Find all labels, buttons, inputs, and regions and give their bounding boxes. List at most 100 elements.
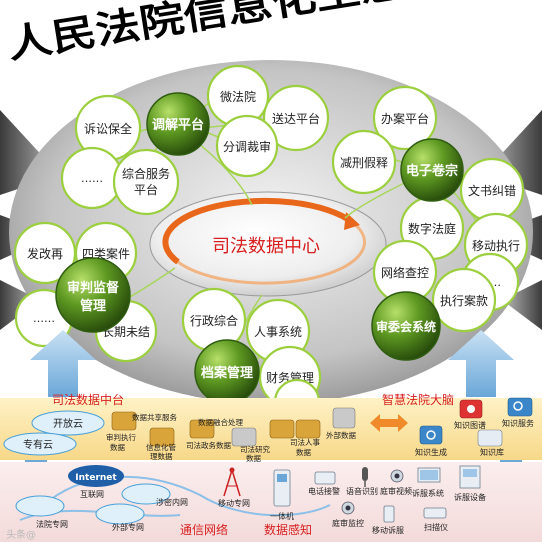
storage-drums: [111, 407, 356, 447]
svg-text:电子卷宗: 电子卷宗: [406, 163, 458, 179]
data-sharing-label: 数据共享服务: [132, 412, 177, 422]
svg-text:审委会系统: 审委会系统: [376, 319, 436, 334]
bubble-retrial: 发改再: [13, 221, 77, 285]
svg-text:发改再: 发改再: [27, 246, 63, 261]
data-center-label: 司法数据中心: [212, 236, 320, 257]
svg-text:四类案件: 四类案件: [82, 246, 130, 261]
bubble-split: 分调裁审: [215, 114, 279, 178]
svg-text:管理: 管理: [80, 298, 106, 314]
hub-e-file: 电子卷宗: [400, 138, 464, 202]
page-title: 人民法院信息化生态 体系: [5, 0, 511, 67]
phone-label: 电话接警: [308, 486, 340, 496]
device-icon: [459, 465, 481, 489]
trial-enforcement-label: 审判执行: [106, 432, 136, 442]
private-cloud: 专有云: [3, 432, 77, 456]
knowledge-base-label: 知识库: [480, 447, 504, 457]
litigation-device-label: 诉服设备: [454, 492, 486, 502]
svg-text:平台: 平台: [134, 182, 158, 197]
svg-text:调解平台: 调解平台: [152, 117, 204, 133]
svg-text:数据: 数据: [110, 442, 125, 452]
knowledge-graph-label: 知识图谱: [454, 420, 486, 430]
svg-text:微法院: 微法院: [220, 90, 256, 104]
open-cloud: 开放云: [31, 410, 105, 436]
hub-archives: 档案管理: [194, 339, 260, 405]
bubble-commutation: 减刑假释: [331, 129, 397, 195]
knowledge-service-label: 知识服务: [502, 418, 534, 428]
svg-text:移动执行: 移动执行: [472, 239, 520, 253]
bubble-ellipsis-left: ……: [60, 146, 124, 210]
monitor-camera-icon: [341, 501, 355, 515]
speech-label: 语音识别: [346, 486, 378, 496]
court-net-label: 法院专网: [36, 519, 68, 529]
court-video-label: 庭审视频: [380, 486, 412, 496]
phone-icon: [314, 471, 336, 485]
bubble-enforcement-funds: 执行案款: [431, 267, 497, 333]
bubble-micro-court: 微法院: [206, 64, 270, 128]
data-platform-band: 司法数据中台 智慧法院大脑 开放云 专有云 数据共享服务 数据融合处理 审判执行…: [0, 392, 542, 463]
scanner-label: 扫描仪: [424, 522, 448, 532]
bubble-delivery: 送达平台: [262, 84, 330, 152]
svg-text:开放云: 开放云: [53, 417, 83, 430]
mobile-device-icon: [383, 505, 395, 523]
svg-text:综合服务: 综合服务: [122, 166, 170, 181]
classified-cloud: [121, 483, 171, 505]
bubble-case-handling: 办案平台: [372, 85, 438, 151]
svg-text:专有云: 专有云: [23, 438, 53, 451]
svg-text:文书纠错: 文书纠错: [468, 183, 516, 198]
svg-text:理数据: 理数据: [150, 451, 173, 461]
svg-text:数据: 数据: [246, 453, 261, 463]
svg-text:减刑假释: 减刑假释: [340, 156, 388, 170]
mobile-net-label: 移动专网: [218, 498, 250, 508]
svg-text:送达平台: 送达平台: [272, 111, 320, 126]
judicial-admin-label: 司法政务数据: [186, 440, 231, 450]
watermark: 头条@: [6, 528, 36, 541]
svg-text:数字法庭: 数字法庭: [408, 221, 456, 236]
knowledge-gen-icon: [419, 425, 443, 445]
comm-network-label: 通信网络: [180, 522, 228, 537]
knowledge-graph-icon: [459, 399, 483, 419]
mic-icon: [362, 467, 368, 487]
knowledge-gen-label: 知识生成: [415, 447, 447, 457]
mobile-tower-icon: [223, 467, 241, 497]
knowledge-base-icon: [477, 429, 503, 447]
external-net-cloud: [95, 503, 145, 525]
hub-mediation: 调解平台: [146, 92, 210, 156]
bidirectional-arrow: [370, 414, 408, 432]
data-sensing-label: 数据感知: [264, 522, 312, 537]
svg-text:Internet: Internet: [75, 473, 117, 483]
hub-supervision: 审判监督 管理: [55, 257, 131, 333]
hub-committee: 审委会系统: [371, 291, 441, 361]
judicial-research-label: 司法研究: [240, 444, 270, 454]
court-net-cloud: [15, 495, 65, 517]
data-fusion-label: 数据融合处理: [198, 417, 243, 427]
svg-text:行政综合: 行政综合: [190, 313, 238, 328]
svg-text:分调裁审: 分调裁审: [223, 139, 271, 154]
litigation-service-label: 诉服系统: [412, 488, 444, 498]
trial-monitor-label: 庭审监控: [332, 518, 364, 528]
svg-text:……: ……: [33, 312, 55, 325]
judicial-hr-label: 司法人事: [290, 437, 320, 447]
svg-text:数据: 数据: [296, 447, 311, 457]
bubble-integrated-service: 综合服务 平台: [112, 148, 180, 216]
internet-cloud: Internet: [68, 465, 124, 487]
kiosk-icon: [273, 469, 291, 507]
classified-label: 涉密内网: [156, 497, 188, 507]
data-platform-label: 司法数据中台: [52, 392, 124, 407]
data-center: 司法数据中心: [149, 191, 387, 297]
svg-text:诉讼保全: 诉讼保全: [84, 121, 132, 136]
bubble-doc-correction: 文书纠错: [459, 157, 525, 223]
internet-cn-label: 互联网: [80, 490, 104, 499]
bubble-admin: 行政综合: [181, 287, 247, 353]
svg-text:人事系统: 人事系统: [254, 325, 302, 339]
external-net-label: 外部专网: [112, 522, 144, 532]
scanner-icon: [423, 507, 447, 519]
sensing-band: Internet 互联网 法院专网 涉密内网 外部专网 移动专网 一体机: [0, 462, 542, 542]
svg-text:网络查控: 网络查控: [381, 265, 429, 280]
mobile-litigation-label: 移动诉服: [372, 525, 404, 535]
external-data-label: 外部数据: [326, 430, 356, 440]
camera-icon: [390, 469, 404, 483]
svg-text:执行案款: 执行案款: [440, 293, 488, 308]
monitor-icon: [417, 467, 441, 483]
svg-text:档案管理: 档案管理: [201, 365, 253, 381]
